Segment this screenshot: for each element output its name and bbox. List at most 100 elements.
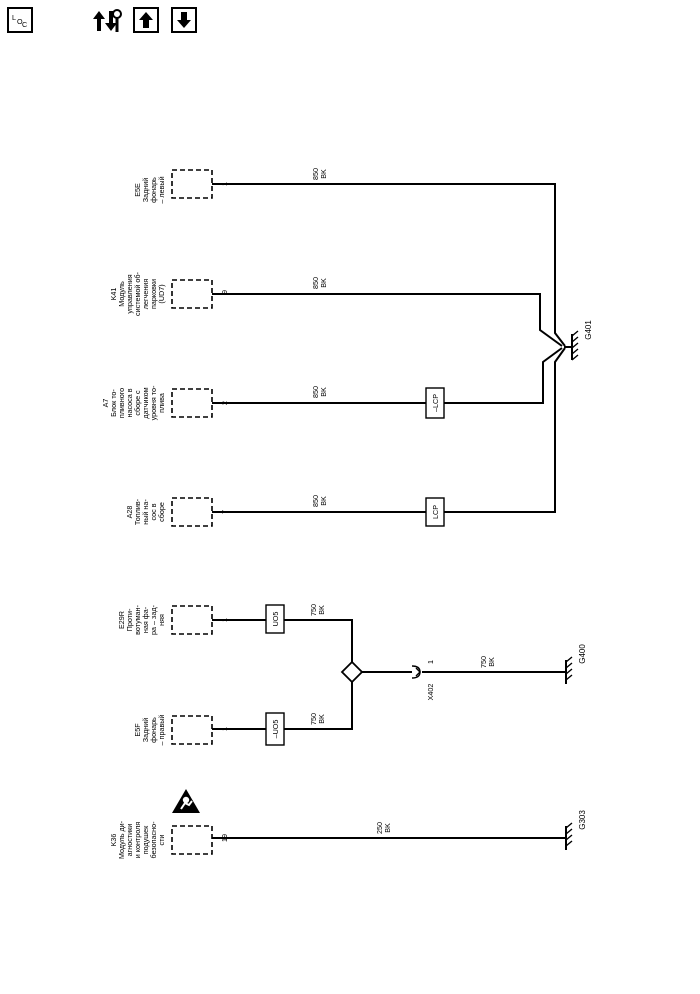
component-box-k41[interactable]	[171, 279, 213, 309]
connector-label: X402	[426, 684, 435, 701]
svg-text:850: 850	[311, 277, 320, 289]
component-name-line: уровня то-	[149, 385, 158, 420]
wire-e5e-g401[interactable]	[212, 183, 566, 347]
pin-number: 9	[220, 290, 229, 294]
wire-k41-g401[interactable]	[212, 293, 563, 347]
wire-a7-g401[interactable]	[212, 347, 563, 404]
svg-text:250: 250	[375, 822, 384, 834]
wire-e29r-splice[interactable]	[212, 619, 353, 662]
component-name-line: Задний	[141, 718, 150, 743]
svg-text:BK: BK	[319, 387, 328, 397]
component-name-line: сос в	[149, 503, 158, 520]
component-ref: E5F	[133, 723, 142, 737]
component-name-line: парковки	[149, 279, 158, 309]
location-letter-c: C	[22, 20, 27, 29]
ground-g401-symbol: G401	[564, 320, 593, 361]
component-name-line: пливного	[117, 388, 126, 418]
component-name-line: Задний	[141, 178, 150, 203]
location-icon: L O C	[12, 13, 27, 29]
component-box-e5e[interactable]	[171, 169, 213, 199]
component-box-e5f[interactable]	[171, 715, 213, 745]
wire-label: 850 BK	[311, 168, 328, 180]
component-ref: A7	[101, 399, 110, 408]
component-name-line: Модуль	[117, 281, 126, 307]
component-name-line: фонарь	[149, 717, 158, 743]
svg-text:BK: BK	[487, 657, 496, 667]
svg-text:850: 850	[311, 495, 320, 507]
component-name-line: – левый	[157, 176, 166, 203]
arrow-up-icon	[139, 12, 153, 28]
component-name-line: Блок то-	[109, 389, 118, 417]
component-box-k36[interactable]	[171, 825, 213, 855]
ground-label: G400	[578, 644, 587, 664]
wrench-updown-icon	[93, 9, 122, 32]
component-name-line: вотуман-	[133, 605, 142, 635]
component-name-line: ная фа-	[141, 606, 150, 633]
wire-label: 750 BK	[309, 713, 326, 725]
svg-text:–UO5: –UO5	[271, 720, 280, 739]
svg-text:750: 750	[309, 604, 318, 616]
ground-g303-symbol: G303	[565, 810, 587, 850]
component-name-line: насоса в	[125, 388, 134, 417]
component-label-e5e: E5E Задний фонарь – левый	[133, 176, 166, 203]
wire-a28-g401[interactable]	[212, 347, 566, 513]
component-name-line: (UD7)	[157, 284, 166, 303]
component-ref: K41	[109, 288, 118, 301]
option-lcp: LCP	[425, 497, 445, 527]
option-lcp-neg: –LCP	[425, 387, 445, 419]
location-letter-l: L	[12, 13, 16, 22]
component-ref: E29R	[117, 611, 126, 629]
wire-label: 850 BK	[311, 495, 328, 507]
svg-text:9: 9	[220, 290, 229, 294]
component-name-line: Топлив-	[133, 498, 142, 525]
svg-text:750: 750	[479, 656, 488, 668]
component-label-a28: A28 Топлив- ный на- сос в сборе	[125, 498, 166, 525]
component-name-line: ра – зад-	[149, 604, 158, 634]
connector-pin: 1	[426, 660, 435, 664]
wrench-updown-button[interactable]	[90, 5, 124, 35]
component-name-line: управления	[125, 274, 134, 313]
next-page-button[interactable]	[171, 7, 197, 33]
component-label-a7: A7 Блок то- пливного насоса в сборе с да…	[101, 385, 166, 420]
svg-text:–LCP: –LCP	[431, 394, 440, 412]
svg-text:BK: BK	[383, 823, 392, 833]
component-box-a7[interactable]	[171, 388, 213, 418]
component-name-line: и контроля	[133, 822, 142, 859]
component-name-line: агностики	[125, 824, 134, 857]
option-uo5: UO5	[265, 604, 285, 634]
location-button[interactable]: L O C	[7, 7, 33, 33]
svg-text:LCP: LCP	[431, 505, 440, 519]
wire-label: 850 BK	[311, 277, 328, 289]
wire-label: 250 BK	[375, 822, 392, 834]
component-box-a28[interactable]	[171, 497, 213, 527]
previous-page-button[interactable]	[133, 7, 159, 33]
component-ref: A28	[125, 506, 134, 519]
ground-label: G303	[578, 810, 587, 830]
component-name-line: няя	[157, 614, 166, 626]
component-name-line: сборе	[157, 502, 166, 522]
wire-e5f-splice[interactable]	[212, 682, 353, 730]
component-name-line: – правый	[157, 715, 166, 746]
svg-text:850: 850	[311, 168, 320, 180]
arrow-down-icon	[177, 12, 191, 28]
svg-text:BK: BK	[319, 278, 328, 288]
wire-label: 850 BK	[311, 386, 328, 398]
component-label-e29r: E29R Проти- вотуман- ная фа- ра – зад- н…	[117, 604, 166, 634]
component-name-line: плива	[157, 393, 166, 413]
component-name-line: фонарь	[149, 177, 158, 203]
component-ref: K36	[109, 834, 118, 847]
airbag-warning-icon	[172, 789, 200, 813]
svg-text:BK: BK	[319, 496, 328, 506]
splice-diamond	[340, 660, 364, 684]
component-name-line: датчиком	[141, 387, 150, 418]
svg-text:BK: BK	[317, 605, 326, 615]
component-name-line: ный на-	[141, 499, 150, 525]
ground-g400-symbol: G400	[565, 644, 587, 684]
component-label-e5f: E5F Задний фонарь – правый	[133, 715, 166, 746]
option-uo5-neg: –UO5	[265, 712, 285, 746]
svg-text:850: 850	[311, 386, 320, 398]
wire-label: 750 BK	[479, 656, 496, 668]
component-box-e29r[interactable]	[171, 605, 213, 635]
component-name-line: сти	[157, 835, 166, 846]
